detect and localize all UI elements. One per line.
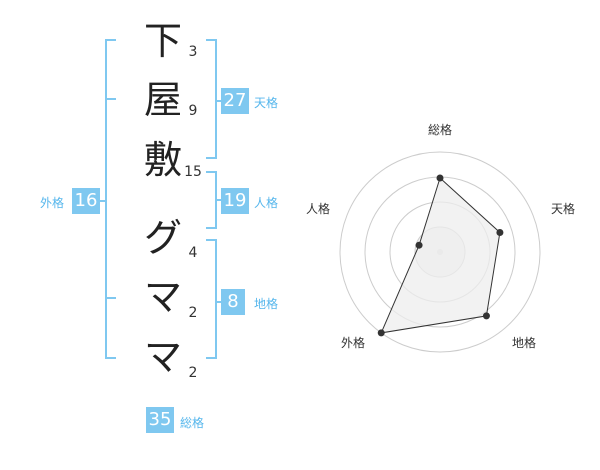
radar-point-4 bbox=[377, 329, 385, 337]
soukaku-value: 35 bbox=[146, 407, 174, 433]
jinkaku-value: 19 bbox=[221, 188, 249, 214]
name-char-6: マ bbox=[143, 335, 182, 379]
radar-label-jinkaku: 人格 bbox=[306, 201, 330, 216]
name-char-2: 屋 bbox=[143, 78, 182, 122]
gaikaku-label: 外格 bbox=[40, 196, 65, 210]
radar-label-gaikaku: 外格 bbox=[341, 335, 365, 350]
radar-point-2 bbox=[496, 229, 504, 237]
tenkaku-bracket bbox=[206, 39, 217, 159]
radar-polygon bbox=[380, 177, 501, 334]
radar-ring bbox=[339, 151, 541, 353]
gaikaku-value: 16 bbox=[72, 188, 100, 214]
radar-label-tenkaku: 天格 bbox=[551, 201, 575, 216]
radar-label-soukaku: 総格 bbox=[428, 122, 452, 137]
radar-point-3 bbox=[482, 312, 490, 320]
chikaku-bracket bbox=[206, 239, 217, 359]
radar-label-chikaku: 地格 bbox=[512, 335, 536, 350]
chikaku-value: 8 bbox=[221, 289, 245, 315]
name-char-3: 敷 bbox=[143, 138, 182, 182]
soukaku-label: 総格 bbox=[180, 416, 205, 430]
name-char-1: 下 bbox=[143, 19, 182, 63]
jinkaku-label: 人格 bbox=[254, 196, 279, 210]
stroke-count-2: 9 bbox=[188, 103, 198, 119]
radar-points bbox=[377, 174, 504, 337]
stroke-count-4: 4 bbox=[188, 245, 198, 261]
gaikaku-bracket bbox=[105, 39, 116, 359]
radar-point-1 bbox=[436, 174, 444, 182]
name-char-5: マ bbox=[143, 275, 182, 319]
stroke-count-1: 3 bbox=[188, 44, 198, 60]
stroke-count-6: 2 bbox=[188, 365, 198, 381]
chikaku-label: 地格 bbox=[254, 297, 279, 311]
name-char-4: グ bbox=[143, 216, 182, 260]
tenkaku-label: 天格 bbox=[254, 96, 279, 110]
stroke-count-5: 2 bbox=[188, 305, 198, 321]
tenkaku-value: 27 bbox=[221, 88, 249, 114]
stroke-count-3: 15 bbox=[184, 164, 202, 180]
radar-point-5 bbox=[415, 241, 423, 249]
